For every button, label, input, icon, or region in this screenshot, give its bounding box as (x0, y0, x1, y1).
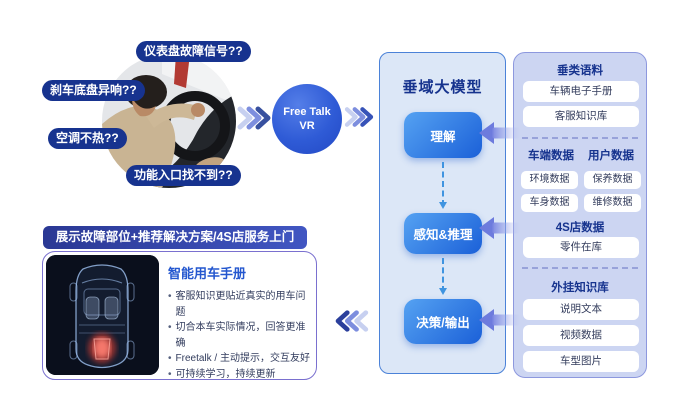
free-talk-vr-node: Free Talk VR (272, 84, 342, 154)
stage-understand: 理解 (404, 112, 482, 158)
bullet-text: 客服知识更贴近真实的用车问题 (175, 291, 306, 318)
bullet-text: Freetalk / 主动提示，交互友好 (175, 353, 310, 364)
section-header-4s-data: 4S店数据 (555, 222, 605, 234)
solution-bullet: • Freetalk / 主动提示，交互友好 (168, 351, 314, 367)
problem-bubble-dashboard: 仪表盘故障信号?? (136, 41, 251, 63)
feed-arrow-icon (479, 309, 520, 331)
kb-item: 车型图片 (523, 351, 639, 372)
solution-bullet: • 切合本车实际情况，回答更准确 (168, 320, 314, 351)
stage-connector-arrow (439, 258, 447, 295)
data-item: 维修数据 (584, 194, 641, 212)
feed-arrow-icon (479, 217, 520, 239)
knowledge-panel: 垂类语料 车辆电子手册 客服知识库 车端数据 用户数据 环境数据 保养数据 车身… (513, 52, 647, 378)
bullet-dot-icon: • (168, 322, 172, 333)
forward-chevrons-icon (344, 107, 374, 127)
bullet-dot-icon: • (168, 291, 172, 302)
data-item: 环境数据 (521, 171, 578, 189)
stage-decide-output: 决策/输出 (404, 299, 482, 344)
data-item: 保养数据 (584, 171, 641, 189)
section-header-user-data: 用户数据 (588, 150, 634, 162)
bullet-text: 可持续学习，持续更新 (175, 368, 276, 380)
bullet-text: 切合本车实际情况，回答更准确 (175, 322, 306, 349)
stage-perceive-reason: 感知&推理 (404, 213, 482, 254)
corpus-item: 客服知识库 (523, 106, 639, 127)
dashed-divider (522, 267, 638, 269)
forward-chevrons-icon (237, 106, 271, 130)
bullet-dot-icon: • (168, 368, 172, 380)
section-header-external-kb: 外挂知识库 (551, 282, 609, 294)
solution-card-title: 智能用车手册 (168, 266, 247, 281)
back-chevrons-icon (335, 310, 369, 332)
section-header-corpus: 垂类语料 (557, 65, 603, 77)
kb-item: 视频数据 (523, 325, 639, 346)
car-xray-illustration (46, 255, 159, 375)
feed-arrow-icon (479, 122, 520, 144)
solution-card: 智能用车手册 • 客服知识更贴近真实的用车问题 • 切合本车实际情况，回答更准确… (42, 251, 317, 380)
bullet-dot-icon: • (168, 353, 172, 364)
dashed-divider (522, 137, 638, 139)
solution-card-text: 智能用车手册 • 客服知识更贴近真实的用车问题 • 切合本车实际情况，回答更准确… (168, 263, 314, 382)
model-panel-title: 垂域大模型 (402, 79, 483, 96)
data-item: 零件在库 (523, 237, 639, 258)
vr-label-line2: VR (299, 120, 315, 132)
vr-label-line1: Free Talk (283, 105, 331, 118)
solution-bullet: • 客服知识更贴近真实的用车问题 (168, 289, 314, 320)
solution-bullet: • 可持续学习，持续更新 (168, 367, 314, 383)
kb-item: 说明文本 (523, 299, 639, 320)
section-header-vehicle-data: 车端数据 (528, 150, 574, 162)
problem-bubble-ac: 空调不热?? (48, 128, 127, 150)
corpus-item: 车辆电子手册 (523, 81, 639, 102)
stage-connector-arrow (439, 162, 447, 209)
problem-bubble-brakes: 刹车底盘异响?? (42, 80, 145, 102)
data-item: 车身数据 (521, 194, 578, 212)
car-xray-image (46, 255, 159, 375)
solution-banner: 展示故障部位+推荐解决方案/4S店服务上门 (43, 226, 307, 249)
problem-bubble-feature: 功能入口找不到?? (126, 165, 241, 187)
